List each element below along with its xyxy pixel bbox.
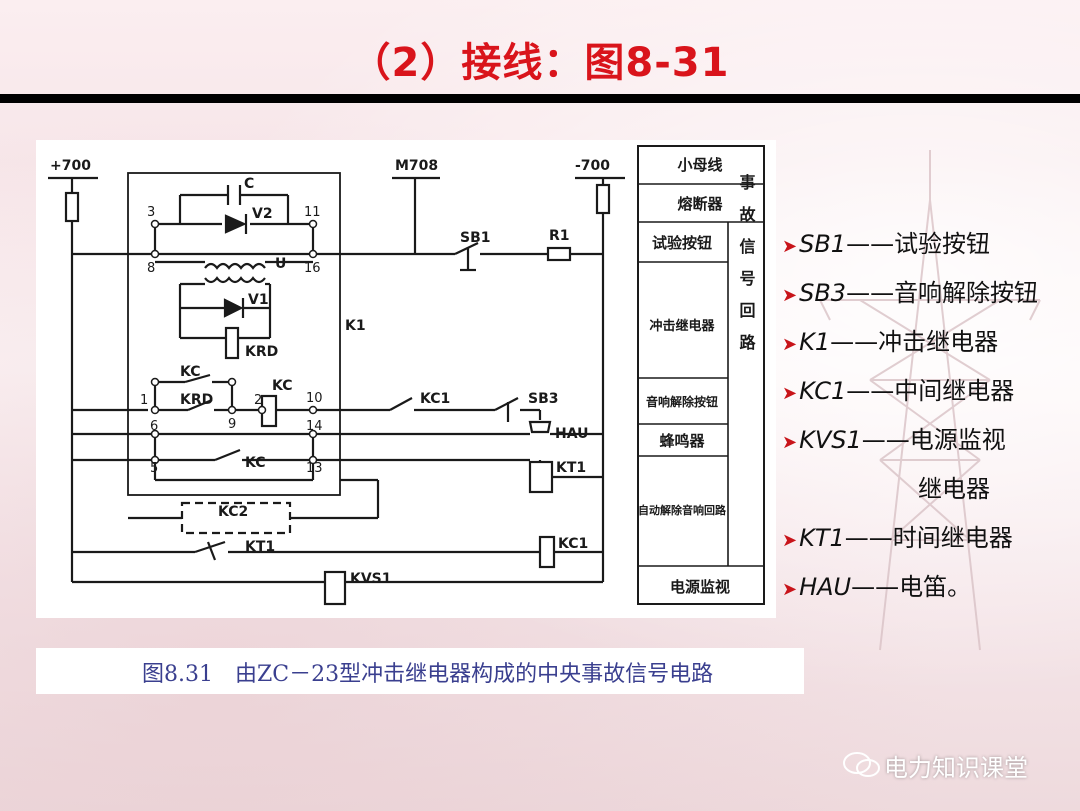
legend-item: ➤SB3——音响解除按钮	[782, 279, 1039, 307]
arrow-bullet-icon: ➤	[782, 530, 798, 551]
kt1-contact-label: KT1	[245, 539, 275, 555]
legend-item: ➤KT1——时间继电器	[782, 524, 1013, 552]
table-row-bus: 小母线	[677, 156, 722, 174]
legend-item: ➤KVS1——电源监视	[782, 426, 1006, 454]
arrow-bullet-icon: ➤	[782, 334, 798, 355]
table-row-auto-release: 自动解除音响回路	[638, 503, 727, 517]
terminal-14: 14	[306, 419, 323, 434]
kc-contact-label: KC	[180, 364, 201, 380]
kc1-coil-label: KC1	[558, 536, 588, 552]
table-row-test-button: 试验按钮	[652, 234, 712, 252]
legend-item: ➤SB1——试验按钮	[782, 230, 991, 258]
diode-v2-label: V2	[252, 206, 273, 222]
arrow-bullet-icon: ➤	[782, 236, 798, 257]
arrow-bullet-icon: ➤	[782, 383, 798, 404]
terminal-5: 5	[150, 461, 158, 476]
legend-item: ➤KC1——中间继电器	[782, 377, 1015, 405]
kvs1-label: KVS1	[350, 571, 392, 587]
table-row-fuse: 熔断器	[677, 195, 723, 213]
bus-neg-label: -700	[575, 158, 610, 174]
m708-label: M708	[395, 158, 438, 174]
hau-label: HAU	[555, 426, 589, 442]
terminal-11: 11	[304, 205, 321, 220]
sb3-label: SB3	[528, 391, 559, 407]
capacitor-c-label: C	[244, 176, 254, 192]
terminal-2: 2	[254, 393, 262, 408]
table-row-impulse-relay: 冲击继电器	[649, 318, 715, 334]
kc2-label: KC2	[218, 504, 248, 520]
terminal-8: 8	[147, 261, 155, 276]
arrow-bullet-icon: ➤	[782, 432, 798, 453]
terminal-9: 9	[228, 417, 236, 432]
table-vertical-label: 事故信号回路	[737, 174, 756, 366]
title-divider	[0, 94, 1080, 103]
k1-label: K1	[345, 318, 366, 334]
diode-v1-label: V1	[248, 292, 269, 308]
figure-caption: 图8.31 由ZC－23型冲击继电器构成的中央事故信号电路	[142, 662, 714, 687]
terminal-13: 13	[306, 461, 323, 476]
table-row-power-monitor: 电源监视	[670, 578, 730, 596]
kt1-coil-label: KT1	[556, 460, 586, 476]
page-title: （2）接线：图8-31	[350, 40, 730, 86]
kc-coil-label: KC	[272, 378, 293, 394]
terminal-16: 16	[304, 261, 321, 276]
wechat-icon	[843, 752, 880, 777]
bus-pos-label: +700	[50, 158, 91, 174]
table-row-buzzer: 蜂鸣器	[659, 432, 705, 450]
legend-continuation: 继电器	[918, 475, 990, 503]
table-row-sound-release: 音响解除按钮	[646, 394, 718, 409]
arrow-bullet-icon: ➤	[782, 579, 798, 600]
kc-second-contact-label: KC	[245, 455, 266, 471]
terminal-3: 3	[147, 205, 155, 220]
terminal-1: 1	[140, 393, 148, 408]
sb1-label: SB1	[460, 230, 491, 246]
r1-label: R1	[549, 228, 570, 244]
arrow-bullet-icon: ➤	[782, 285, 798, 306]
krd-contact-label: KRD	[180, 392, 213, 408]
legend-item: ➤HAU——电笛。	[782, 573, 972, 601]
legend-item: ➤K1——冲击继电器	[782, 328, 999, 356]
transformer-u-label: U	[275, 256, 286, 272]
caption-panel	[36, 648, 804, 694]
watermark: 电力知识课堂	[884, 754, 1028, 782]
terminal-10: 10	[306, 391, 323, 406]
kc1-contact-label: KC1	[420, 391, 450, 407]
terminal-6: 6	[150, 419, 158, 434]
krd-coil-label: KRD	[245, 344, 278, 360]
